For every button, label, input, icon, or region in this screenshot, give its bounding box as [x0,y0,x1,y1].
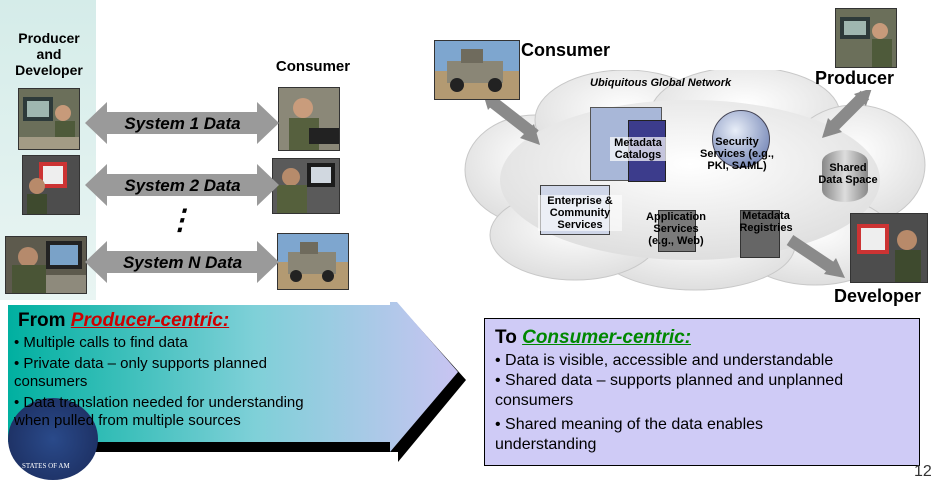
right-producer-label: Producer [815,68,895,88]
enterprise-line1: Enterprise & [547,195,613,207]
to-title-emph: Consumer-centric: [522,327,692,348]
network-connection-arrows [482,90,872,278]
shared-line1: Shared [829,162,867,174]
metadata-registries-server-icon [740,210,780,258]
and-word: and [36,46,62,62]
consumer-photo-2 [272,158,340,214]
producer-photo-1 [18,88,80,150]
registries-line2: Registries [739,222,793,234]
network-title: Ubiquitous Global Network [590,77,732,89]
from-title-emph: Producer-centric: [70,310,230,331]
from-bullet-2-cont: consumers [14,373,88,390]
from-title-prefix: From [18,310,71,331]
security-line1: Security [715,136,759,148]
right-consumer-label: Consumer [521,40,611,60]
system1-label: System 1 Data [124,114,241,133]
right-developer-label: Developer [834,286,922,306]
to-bullet-3-cont: understanding [495,436,597,453]
application-line2: Services [653,223,699,235]
metadata-registries-label: Metadata Registries [728,210,804,234]
left-consumer-label: Consumer [275,58,351,75]
page-number: 12 [914,463,932,480]
systemN-label: System N Data [122,253,243,272]
to-title: To Consumer-centric: [495,327,919,349]
to-title-prefix: To [495,327,523,348]
producer-word: Producer [18,30,80,46]
transition-arrow [8,302,466,462]
metadata-catalogs-line2: Catalogs [614,149,662,161]
application-server-icon [658,210,696,252]
enterprise-line2: Community [549,207,611,219]
producer-photo-2 [22,155,80,215]
shared-line2: Data Space [818,174,878,186]
systemN-arrow-shape [85,241,279,283]
shared-data-cylinder-icon [822,150,868,202]
to-bullet-2: • Shared data – supports planned and unp… [495,372,844,389]
right-producer-photo [835,8,897,68]
developer-word: Developer [15,62,83,78]
shared-data-space-label: Shared Data Space [812,162,884,186]
registries-line1: Metadata [742,210,790,222]
producer-photo-3 [5,236,87,294]
application-services-label: Application Services (e.g., Web) [636,211,716,247]
right-consumer-humvee-photo [434,40,520,100]
to-bullet-2-cont: consumers [495,392,574,409]
system-data-arrows [85,102,279,283]
producer-developer-label: Producer and Developer [0,30,98,78]
system1-arrow-shape [85,102,279,144]
system2-label: System 2 Data [124,176,241,195]
metadata-catalogs-line1: Metadata [614,137,662,149]
from-bullet-3: • Data translation needed for understand… [14,394,304,411]
from-bullet-3-cont: when pulled from multiple sources [14,412,241,429]
right-developer-photo [850,213,928,283]
consumer-photo-humvee [277,233,349,290]
seal-emblem: STATES OF AM [8,398,98,480]
ellipsis: ⋮ [166,204,194,235]
enterprise-line3: Services [557,219,603,231]
security-globe-icon [712,110,770,168]
consumer-photo-1 [278,87,340,151]
seal-text: STATES OF AM [22,462,70,470]
from-title: From Producer-centric: [8,310,398,332]
to-bullet-1: • Data is visible, accessible and unders… [495,352,834,369]
security-services-label: Security Services (e.g., PKI, SAML) [692,136,782,172]
application-line1: Application [646,211,706,223]
system2-arrow-shape [85,164,279,206]
from-bullet-2: • Private data – only supports planned [14,355,267,372]
to-box: To Consumer-centric: • Data is visible, … [484,318,920,466]
from-box-content: From Producer-centric: • Multiple calls … [8,310,398,430]
from-bullet-1: • Multiple calls to find data [14,334,188,351]
application-line3: (e.g., Web) [648,235,704,247]
security-line3: PKI, SAML) [707,160,767,172]
to-bullet-3: • Shared meaning of the data enables [495,416,764,433]
metadata-catalogs-label: Metadata Catalogs [610,137,666,161]
enterprise-services-label: Enterprise & Community Services [538,195,622,231]
security-line2: Services (e.g., [700,148,774,160]
